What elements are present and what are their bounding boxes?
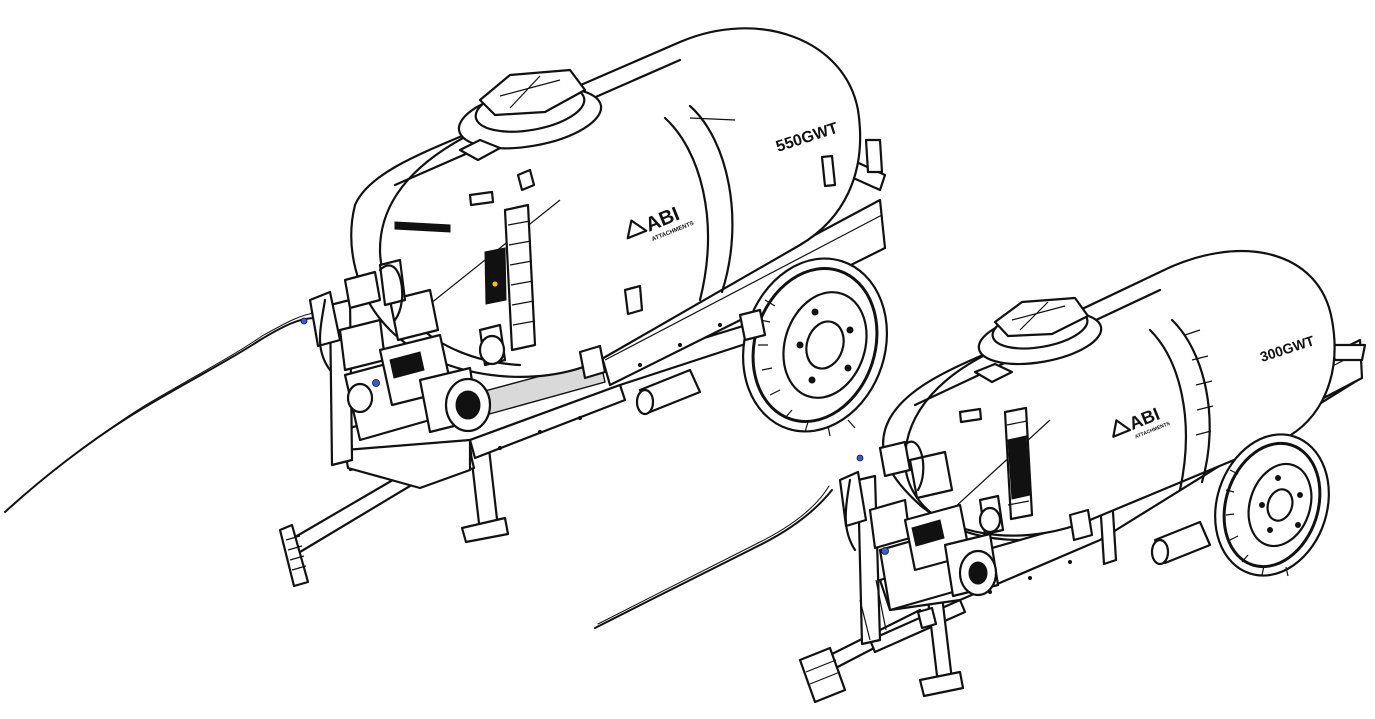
- large-trailer-tank: 550GWT ABI ATTACHMENTS: [350, 27, 884, 378]
- large-trailer-tongue: [278, 468, 422, 588]
- large-trailer-hose-inner: [9, 312, 317, 509]
- small-water-trailer: 300GWT ABI ATTACHMENTS: [594, 250, 1367, 704]
- large-trailer-tool-tube: [635, 368, 702, 416]
- small-trailer-jack-stand: [916, 594, 965, 698]
- small-trailer-tank-lid: [973, 296, 1103, 384]
- large-trailer-pump-engine: [300, 258, 607, 467]
- small-trailer-hose: [594, 489, 833, 629]
- small-trailer-pump-engine: [838, 440, 1094, 646]
- small-trailer-tool-tube: [1150, 520, 1212, 566]
- small-trailer-wheel: [1214, 433, 1330, 577]
- small-trailer-tank: 300GWT ABI ATTACHMENTS: [881, 250, 1336, 542]
- large-trailer-wheel: [738, 257, 889, 437]
- large-trailer-hose: [4, 317, 316, 513]
- large-trailer-abi-logo: ABI ATTACHMENTS: [626, 203, 695, 243]
- large-trailer-tank-lid: [457, 68, 603, 162]
- small-trailer-hose-inner: [597, 485, 830, 625]
- large-water-trailer: 550GWT ABI ATTACHMENTS: [4, 27, 889, 588]
